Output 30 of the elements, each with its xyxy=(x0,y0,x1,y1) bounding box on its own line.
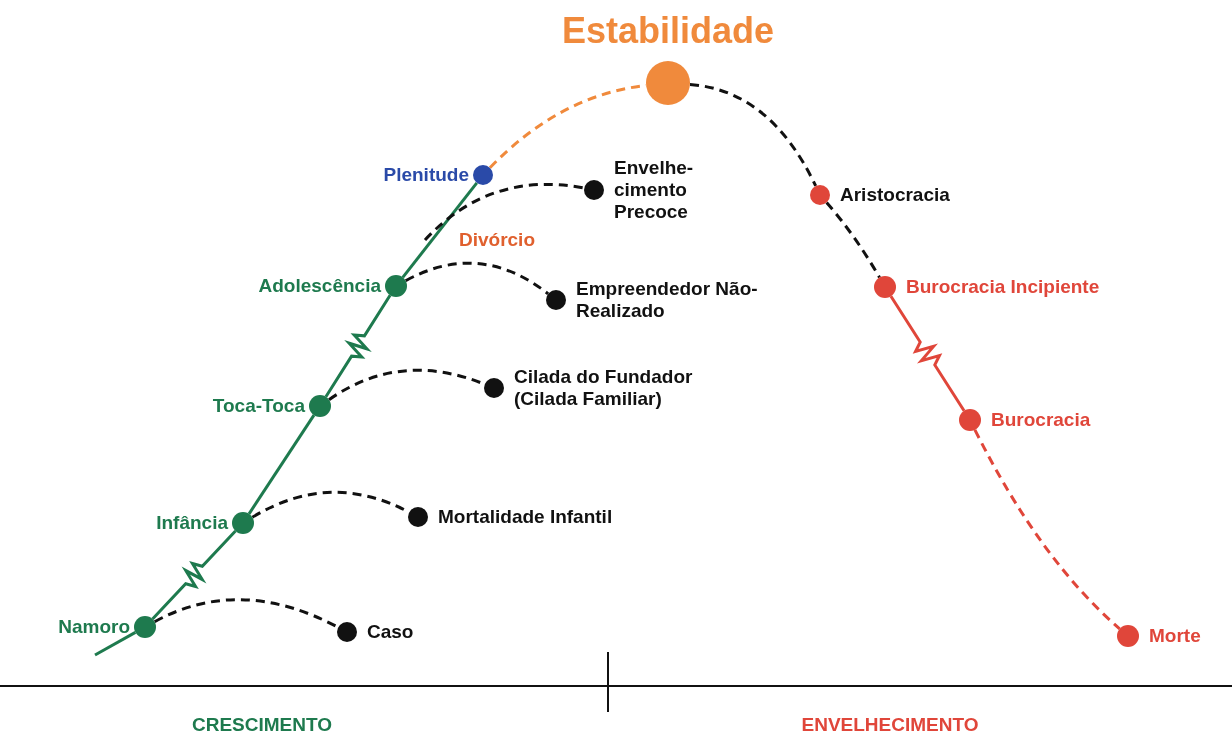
stage-label: Burocracia Incipiente xyxy=(906,276,1100,298)
stage-label: Plenitude xyxy=(383,164,469,186)
curve-line xyxy=(247,414,316,515)
stage-label: Namoro xyxy=(58,616,130,638)
curve-line xyxy=(151,529,237,621)
stage-label: Envelhe- cimento Precoce xyxy=(614,157,694,223)
annotation-text: Divórcio xyxy=(459,229,535,251)
stage-label: Infância xyxy=(156,512,228,534)
stage-label: Burocracia xyxy=(991,409,1091,431)
phase-label: CRESCIMENTO xyxy=(191,714,333,736)
stage-label: Mortalidade Infantil xyxy=(438,506,613,528)
dashed-curve-line xyxy=(154,598,339,629)
curve-line xyxy=(94,631,137,657)
dashed-curve-line xyxy=(973,429,1121,630)
stage-label: Caso xyxy=(367,621,414,643)
stage-label: Adolescência xyxy=(258,275,381,297)
dashed-curve-line xyxy=(689,83,818,187)
curve-line xyxy=(324,294,392,398)
phase-label: ENVELHECIMENTO xyxy=(801,714,979,736)
dashed-curve-line xyxy=(423,183,585,242)
curve-line xyxy=(401,181,478,279)
stage-label: Toca-Toca xyxy=(212,395,305,417)
dashed-curve-line xyxy=(825,201,881,279)
stage-label: Aristocracia xyxy=(840,184,950,206)
stage-label: Morte xyxy=(1149,625,1201,647)
stage-label: Cilada do Fundador (Cilada Familiar) xyxy=(514,366,694,410)
stage-label: Empreendedor Não-Realizado xyxy=(576,278,759,322)
dashed-curve-line xyxy=(404,261,550,295)
curve-line xyxy=(889,295,966,412)
heading-label: Estabilidade xyxy=(561,11,775,51)
